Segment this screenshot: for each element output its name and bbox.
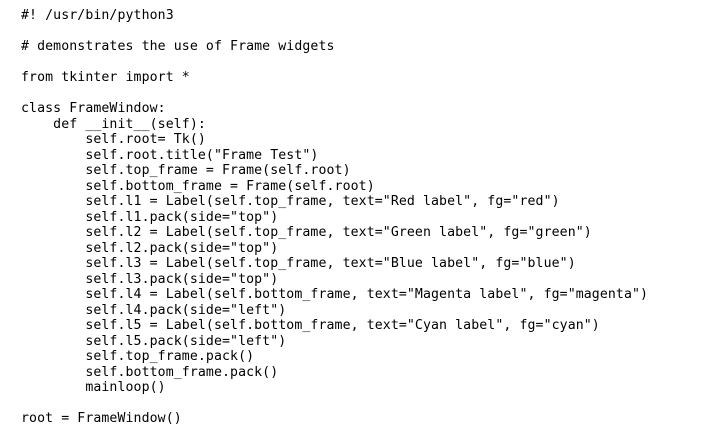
code-line: def __init__(self): (21, 116, 206, 132)
python-source-code-block: #! /usr/bin/python3 # demonstrates the u… (21, 0, 648, 427)
code-line: self.l5.pack(side="left") (21, 333, 287, 349)
code-line: self.l4 = Label(self.bottom_frame, text=… (21, 287, 649, 302)
code-line: self.l2 = Label(self.top_frame, text="Gr… (21, 225, 592, 240)
code-line: root = FrameWindow() (21, 411, 182, 426)
code-line: # demonstrates the use of Frame widgets (21, 39, 335, 54)
code-line: self.root.title("Frame Test") (21, 147, 319, 163)
code-line: self.top_frame = Frame(self.root) (21, 163, 351, 178)
code-line: #! /usr/bin/python3 (21, 8, 174, 23)
code-line: self.bottom_frame.pack() (21, 364, 279, 380)
code-line-blank (21, 24, 648, 40)
code-line: from tkinter import * (21, 70, 190, 85)
code-line-blank (21, 86, 648, 102)
code-line: self.l3.pack(side="top") (21, 271, 279, 287)
code-line: mainloop() (21, 380, 166, 395)
code-line: self.l4.pack(side="left") (21, 302, 287, 318)
code-line: self.top_frame.pack() (21, 349, 255, 364)
code-line: self.bottom_frame = Frame(self.root) (21, 178, 375, 194)
code-line: self.root= Tk() (21, 132, 206, 147)
code-line: self.l2.pack(side="top") (21, 240, 279, 256)
code-line: self.l3 = Label(self.top_frame, text="Bl… (21, 256, 576, 271)
code-line: self.l5 = Label(self.bottom_frame, text=… (21, 318, 600, 333)
code-line: self.l1 = Label(self.top_frame, text="Re… (21, 194, 560, 209)
code-line-blank (21, 396, 648, 412)
code-line: class FrameWindow: (21, 101, 166, 116)
code-line-blank (21, 55, 648, 71)
code-line: self.l1.pack(side="top") (21, 209, 279, 225)
